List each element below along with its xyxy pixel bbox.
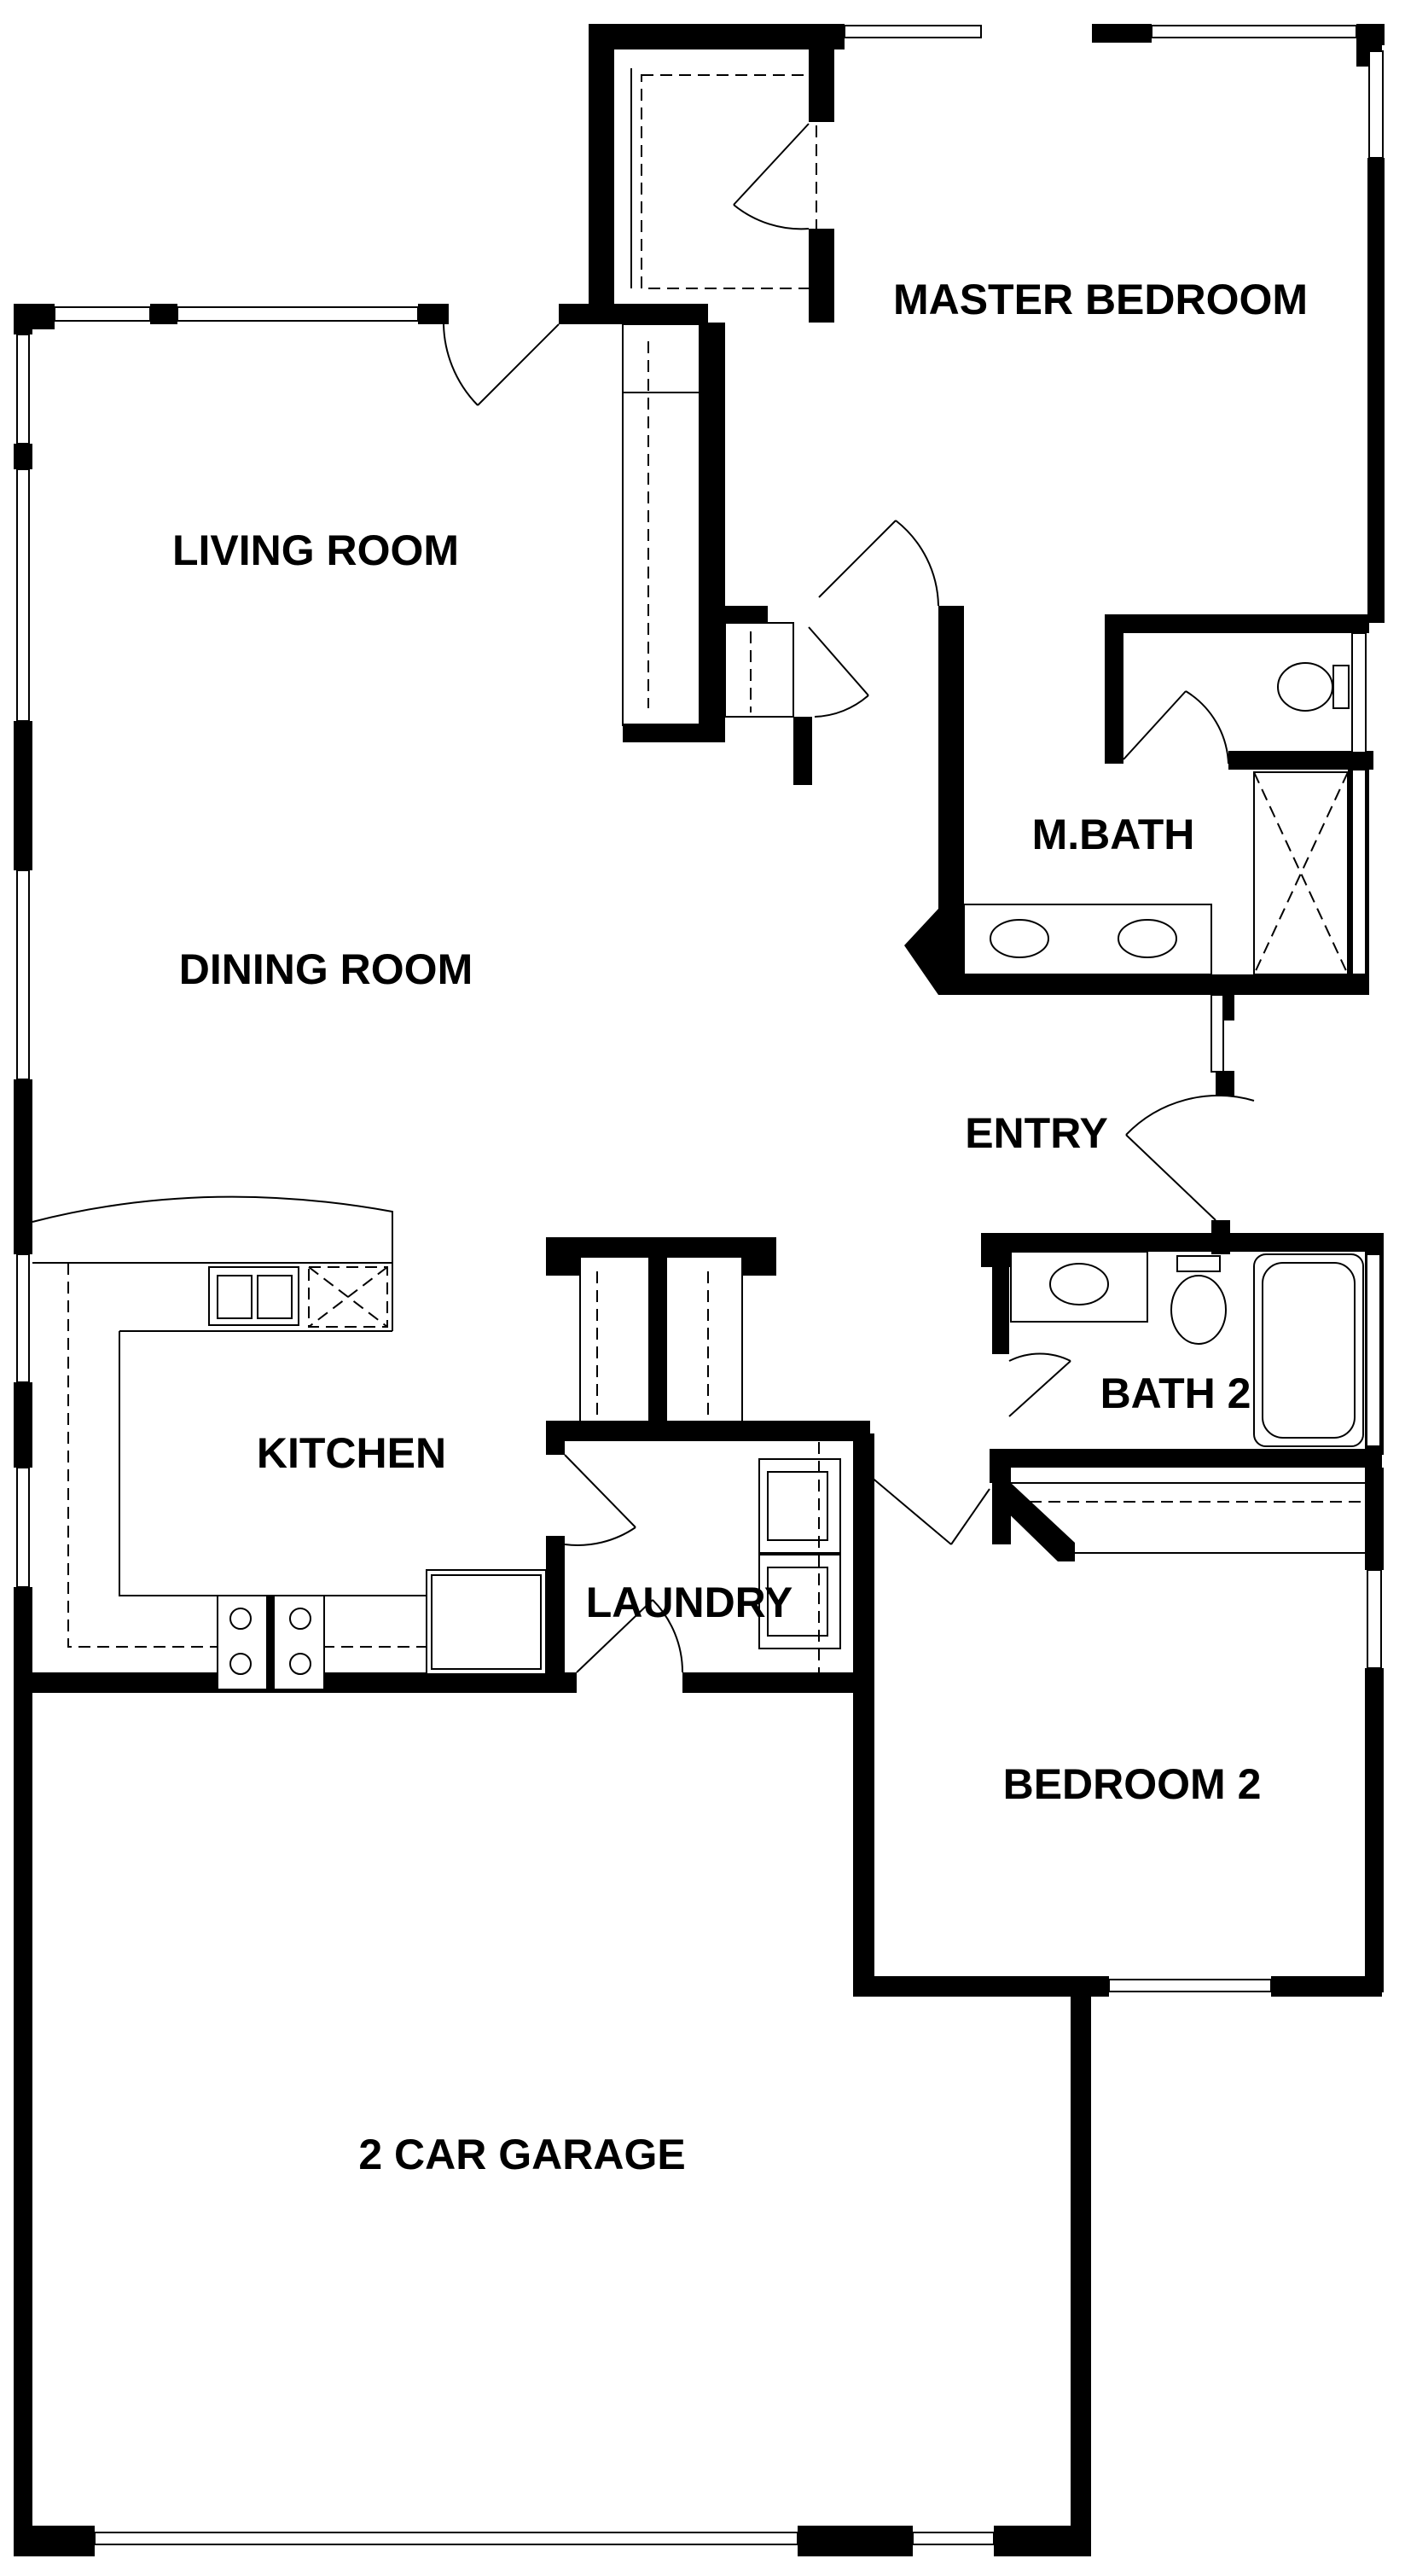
room-label-garage: 2 CAR GARAGE [358,2131,685,2178]
room-label-bath-2: BATH 2 [1100,1369,1251,1417]
room-label-bedroom-2: BEDROOM 2 [1003,1760,1262,1808]
sink-icon [990,919,1049,958]
refrigerator-icon [426,1569,547,1675]
room-labels: MASTER BEDROOM LIVING ROOM M.BATH DINING… [172,276,1308,2178]
room-label-master-bedroom: MASTER BEDROOM [893,276,1308,323]
room-label-kitchen: KITCHEN [257,1429,446,1477]
room-label-living-room: LIVING ROOM [172,526,459,574]
room-label-entry: ENTRY [965,1109,1108,1157]
walls [14,24,1385,2556]
master-toilet-icon [1277,662,1333,712]
doors [442,123,1255,1673]
room-label-m-bath: M.BATH [1032,811,1195,858]
bath2-toilet-icon [1170,1275,1227,1345]
sink-icon [1118,919,1177,958]
sink-icon [1049,1263,1109,1305]
room-label-laundry: LAUNDRY [586,1579,793,1626]
room-label-dining-room: DINING ROOM [179,945,473,993]
kitchen-sink-icon [208,1266,299,1326]
fixtures [32,68,1365,1690]
windows [16,25,1384,2545]
